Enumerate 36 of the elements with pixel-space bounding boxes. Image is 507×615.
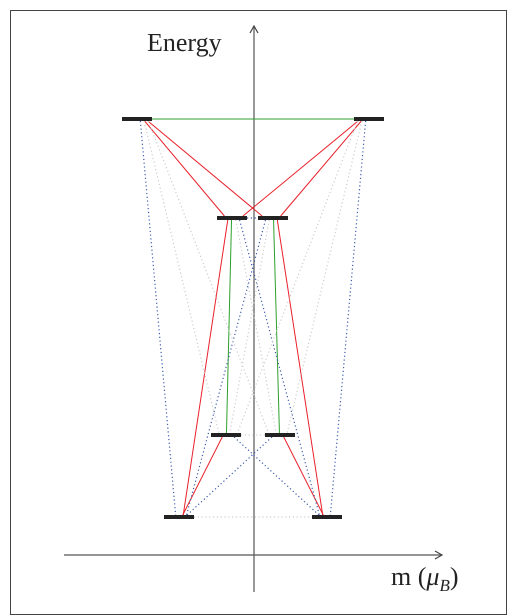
transition-line — [186, 220, 266, 516]
transition-line — [247, 217, 258, 219]
transition-line — [239, 220, 320, 516]
transition-line — [147, 120, 263, 216]
transition-line — [273, 220, 280, 434]
transition-line — [186, 436, 272, 516]
transition-line — [241, 434, 265, 436]
transition-line — [236, 120, 358, 434]
transition-line — [280, 120, 362, 216]
transition-line — [182, 436, 223, 516]
transition-line — [286, 120, 362, 434]
energy-level-bar — [164, 515, 194, 519]
transition-line — [229, 220, 270, 434]
energy-level-bar — [258, 216, 288, 220]
energy-level-bar — [354, 117, 384, 121]
energy-level-bar — [211, 433, 241, 437]
transition-line — [330, 120, 366, 516]
transition-line — [194, 516, 312, 518]
transition-line — [182, 220, 228, 516]
transition-line — [234, 436, 320, 516]
axis-title: Energy — [147, 28, 222, 58]
transition-line — [152, 118, 354, 120]
transition-line — [144, 120, 225, 216]
transition-line — [235, 220, 277, 434]
energy-level-bar — [312, 515, 342, 519]
energy-level-bar — [217, 216, 247, 220]
energy-level-bar — [265, 433, 295, 437]
transition-line — [148, 120, 270, 434]
transition-line — [226, 220, 232, 434]
transition-line — [276, 220, 324, 516]
axis-title: m (μ$_{B}$) — [391, 562, 459, 596]
transition-line — [283, 436, 324, 516]
energy-level-bar — [122, 117, 152, 121]
transition-line — [140, 120, 176, 516]
transition-line — [144, 120, 220, 434]
transition-line — [242, 120, 359, 216]
